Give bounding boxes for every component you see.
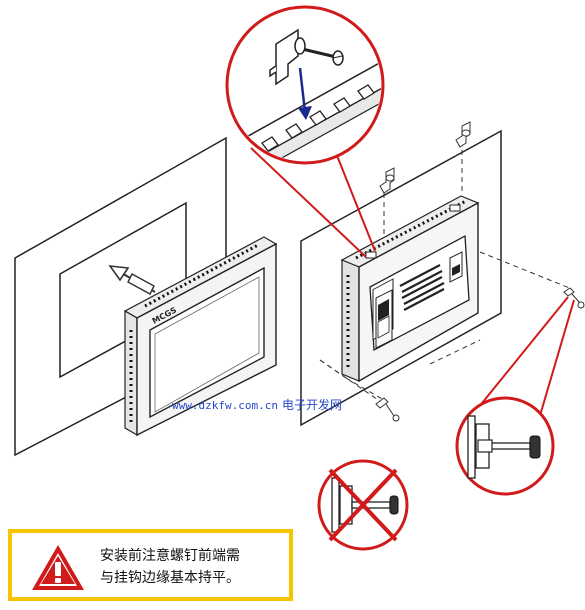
- warning-note-box: 安装前注意螺钉前端需 与挂钩边缘基本持平。: [8, 529, 293, 601]
- insert-direction-arrow: [108, 265, 156, 295]
- hook-detail-callout: [225, 5, 385, 165]
- touch-panel-front: [123, 236, 278, 437]
- dashed-guide-lines: [319, 141, 573, 405]
- warning-triangle-icon: [32, 545, 84, 590]
- warning-line-2: 与挂钩边缘基本持平。: [100, 570, 240, 586]
- panel-cutout-frame: [14, 136, 227, 457]
- incorrect-screw-callout: [317, 459, 409, 551]
- watermark-site-name: 电子开发网: [281, 398, 342, 412]
- watermark-url: www.dzkfw.com.cn: [172, 399, 278, 412]
- warning-line-1: 安装前注意螺钉前端需: [100, 548, 240, 564]
- mounting-hook-icons: [375, 121, 585, 422]
- touch-panel-back: [340, 195, 480, 383]
- warning-text: 安装前注意螺钉前端需 与挂钩边缘基本持平。: [100, 545, 290, 589]
- correct-screw-callout: [455, 396, 555, 496]
